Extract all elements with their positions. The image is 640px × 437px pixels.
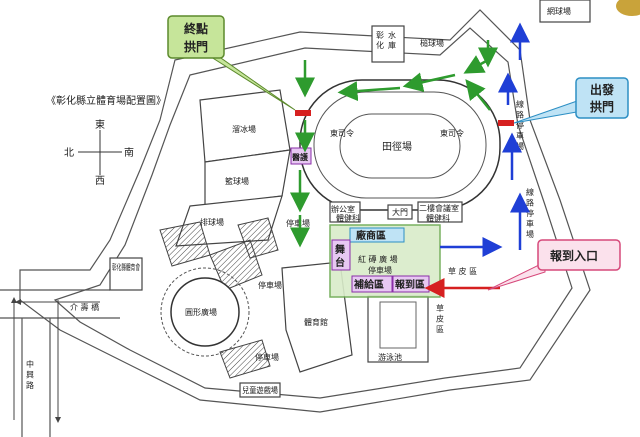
finish-callout-box [167,15,225,59]
finish-callout: 終點 拱門 [167,15,296,111]
decorative-ball [616,0,640,16]
round-plaza [170,277,240,347]
stage-label-2: 台 [335,256,345,269]
parking-lower-label-1: 停車場 [258,280,282,290]
lawn-label-2: 草 皮 區 [436,303,445,333]
route-blue [440,22,530,257]
office-label-4: 體健科 [336,213,360,223]
tennis-label: 網球場 [547,6,571,16]
skating-label: 溜冰場 [232,124,256,134]
plaza-parking-label: 停車場 [368,265,392,275]
west-stand-label: 東司令 [440,128,464,138]
start-callout-line2: 拱門 [590,99,614,114]
office-3 [417,201,463,223]
tennis-court [539,0,591,23]
store-label-2: 水 [388,30,396,40]
store-label-1: 彰 [376,30,384,40]
finish-callout-line2: 拱門 [184,39,208,54]
pool-label: 游泳池 [378,352,402,362]
stage-label-1: 舞 [335,243,345,256]
registration-label: 廠商區 [356,229,386,242]
plaza-label: 紅 磚 廣 場 [358,254,398,264]
route-green [290,40,498,248]
office-2 [387,204,413,220]
office-label-5: 體健科 [426,213,450,223]
office-label-1: 辦公室 [331,204,355,214]
map-title: 《彰化縣立體育場配置圖》 [46,94,166,107]
checkin-callout-box [537,239,621,271]
east-stand-label: 東司令 [330,128,354,138]
shops [109,257,143,291]
start-callout-line1: 出發 [590,82,615,97]
track-label: 田徑場 [382,140,412,153]
east-parking-label: 線 路 停 車 場 [516,99,525,151]
compass-north: 北 [64,147,74,159]
stair-lower [219,339,271,379]
playground [239,382,281,398]
site-boundary [19,9,591,413]
pool-inner [379,301,417,349]
site-boundary-inner [53,27,573,399]
volleyball-label: 排球場 [200,217,224,227]
report-label: 報到區 [395,278,425,291]
start-gate [498,120,514,126]
road-west [0,289,120,319]
east-parking-label-2: 線 路 停 車 場 [526,187,535,239]
store-label-3: 化 [376,40,384,50]
road-south-label: 中 興 路 [26,359,35,389]
supply-label: 補給區 [353,278,384,291]
parking-center-label: 停車場 [286,218,310,228]
checkin-callout-tail [487,261,546,291]
track-inner [339,113,461,179]
playground-label: 兒童遊戲場 [242,385,278,395]
round-plaza-label: 圓形廣場 [185,307,217,317]
compass-west: 西 [95,176,105,187]
road-west-label: 介 壽 橋 [70,302,99,312]
compass: 東 北 南 西 [64,118,134,187]
round-plaza-ring [160,267,250,357]
supply-box [351,275,393,293]
stage-box [331,239,351,271]
checkin-callout: 報到入口 [487,239,621,291]
office-label-3: 二樓會議室 [419,203,459,213]
compass-east: 東 [95,118,105,131]
soccer-label: 槌球場 [420,38,444,48]
road-south [21,318,51,437]
gymnasium-label: 體育館 [304,317,328,327]
compass-south: 南 [124,146,134,159]
finish-callout-line1: 終點 [184,21,208,36]
registration-box [349,227,405,243]
lawn-label-1: 草 皮 區 [448,266,477,276]
water-reservoir [371,25,405,63]
office-1 [329,201,361,223]
store-label-4: 庫 [388,40,396,50]
parking-lower-label-2: 停車場 [255,352,279,362]
basketball-label: 籃球場 [225,176,249,186]
checkin-callout-text: 報到入口 [550,248,598,263]
finish-gate [295,110,311,116]
start-callout: 出發 拱門 [513,77,629,124]
stand-left [159,221,211,267]
office-label-2: 大門 [392,207,408,217]
stand-right [237,217,279,259]
water-stop-label: 醫護 [292,152,309,162]
start-callout-box [575,77,629,119]
shops-label: 彰化縣體育會 [112,262,140,272]
